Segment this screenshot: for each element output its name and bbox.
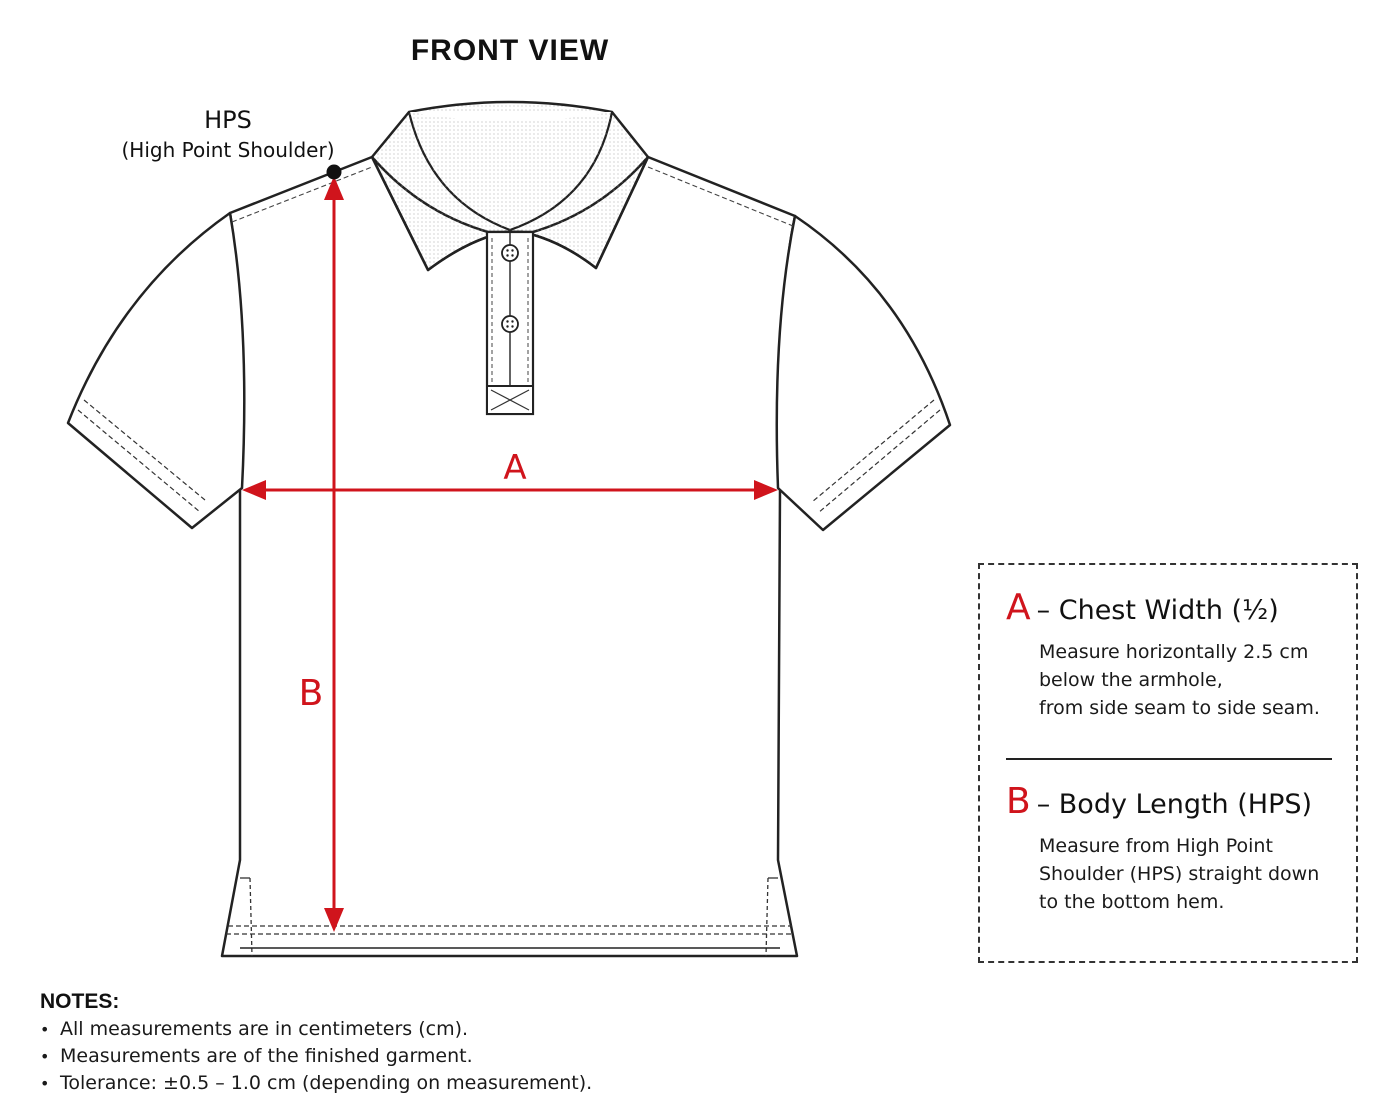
list-item: All measurements are in centimeters (cm)… <box>40 1016 840 1043</box>
button-icon <box>501 315 519 333</box>
sleeve-cuff-stitching <box>77 399 941 514</box>
legend-description-b: Measure from High Point Shoulder (HPS) s… <box>1039 832 1332 916</box>
button-icon <box>501 244 519 262</box>
legend-item-chest-width: A– Chest Width (½) Measure horizontally … <box>1006 587 1332 722</box>
measurement-legend: A– Chest Width (½) Measure horizontally … <box>978 563 1358 963</box>
dimension-b-label: B <box>299 673 324 714</box>
legend-line: Measure from High Point <box>1039 835 1273 857</box>
list-item: Tolerance: ±0.5 – 1.0 cm (depending on m… <box>40 1070 840 1097</box>
legend-heading: A– Chest Width (½) <box>1006 587 1332 628</box>
legend-line: to the bottom hem. <box>1039 891 1225 913</box>
right-sleeve <box>775 214 952 532</box>
legend-description-a: Measure horizontally 2.5 cm below the ar… <box>1039 638 1332 722</box>
legend-line: below the armhole, <box>1039 669 1223 691</box>
hps-abbreviation: HPS <box>204 106 252 134</box>
hps-point-marker <box>326 164 342 180</box>
legend-line: Measure horizontally 2.5 cm <box>1039 641 1309 663</box>
hem-stitching <box>226 925 794 935</box>
notes-title: NOTES: <box>40 990 120 1013</box>
legend-line: Shoulder (HPS) straight down <box>1039 863 1320 885</box>
measurement-a-arrow <box>242 480 778 500</box>
shoulder-stitching <box>231 166 794 227</box>
legend-divider <box>1006 758 1332 760</box>
legend-title-b: – Body Length (HPS) <box>1036 789 1313 820</box>
side-vents <box>240 877 778 957</box>
hps-label: HPS (High Point Shoulder) <box>90 106 366 162</box>
notes-list: All measurements are in centimeters (cm)… <box>40 1016 840 1097</box>
measurement-b-arrow <box>324 176 344 932</box>
dimension-a-label: A <box>503 448 526 488</box>
legend-letter-a: A <box>1006 587 1031 628</box>
legend-title-a: – Chest Width (½) <box>1036 595 1279 626</box>
hps-full-name: (High Point Shoulder) <box>121 138 335 162</box>
legend-heading: B– Body Length (HPS) <box>1006 781 1332 822</box>
collar-band-knit <box>409 112 612 230</box>
left-sleeve <box>66 211 246 530</box>
list-item: Measurements are of the finished garment… <box>40 1043 840 1070</box>
legend-letter-b: B <box>1006 781 1031 822</box>
legend-line: from side seam to side seam. <box>1039 697 1320 719</box>
notes-section: NOTES: All measurements are in centimete… <box>40 990 840 1097</box>
legend-item-body-length: B– Body Length (HPS) Measure from High P… <box>1006 781 1332 916</box>
page-title: FRONT VIEW <box>410 34 610 67</box>
